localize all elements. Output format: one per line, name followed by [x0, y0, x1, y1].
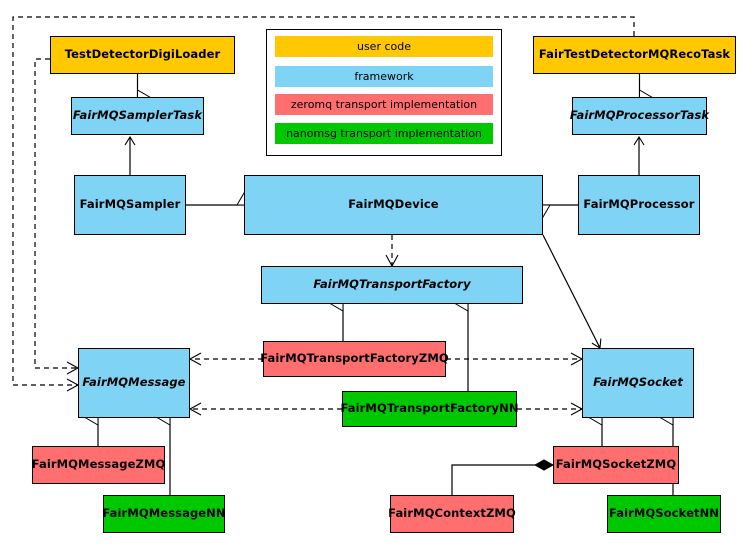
class-node-fairmq-context-zmq[interactable]: FairMQContextZMQ	[388, 495, 516, 533]
edge-device-to-socket	[542, 234, 602, 349]
class-node-fairmq-sampler[interactable]: FairMQSampler	[74, 175, 186, 235]
class-node-fairmq-processor-task[interactable]: FairMQProcessorTask	[570, 97, 709, 135]
class-node-fairmq-device[interactable]: FairMQDevice	[244, 175, 543, 235]
class-node-fairmq-sampler-task[interactable]: FairMQSamplerTask	[71, 97, 204, 135]
class-node-test-detector-digi-loader[interactable]: TestDetectorDigiLoader	[50, 36, 235, 74]
class-node-fairmq-socket[interactable]: FairMQSocket	[582, 348, 694, 418]
class-node-fairmq-message-nn[interactable]: FairMQMessageNN	[102, 495, 226, 533]
legend-item-framework: framework	[275, 66, 493, 87]
class-node-fairmq-socket-nn[interactable]: FairMQSocketNN	[607, 495, 721, 533]
class-node-fairmq-processor[interactable]: FairMQProcessor	[578, 175, 700, 235]
class-node-fairmq-transport-factory-zmq[interactable]: FairMQTransportFactoryZMQ	[260, 341, 449, 377]
class-node-fairmq-message[interactable]: FairMQMessage	[78, 348, 190, 418]
legend-item-zeromq: zeromq transport implementation	[275, 94, 493, 115]
class-node-fairmq-message-zmq[interactable]: FairMQMessageZMQ	[32, 446, 165, 484]
class-node-fairmq-transport-factory[interactable]: FairMQTransportFactory	[261, 266, 523, 304]
class-node-fair-test-detector-mq-reco-task[interactable]: FairTestDetectorMQRecoTask	[533, 36, 736, 74]
class-node-fairmq-transport-factory-nn[interactable]: FairMQTransportFactoryNN	[340, 391, 518, 427]
edge-contextzmq-to-socketzmq	[451, 465, 553, 495]
legend-item-nanomsg: nanomsg transport implementation	[275, 123, 493, 144]
legend-item-user-code: user code	[275, 36, 493, 57]
class-node-fairmq-socket-zmq[interactable]: FairMQSocketZMQ	[553, 446, 679, 484]
